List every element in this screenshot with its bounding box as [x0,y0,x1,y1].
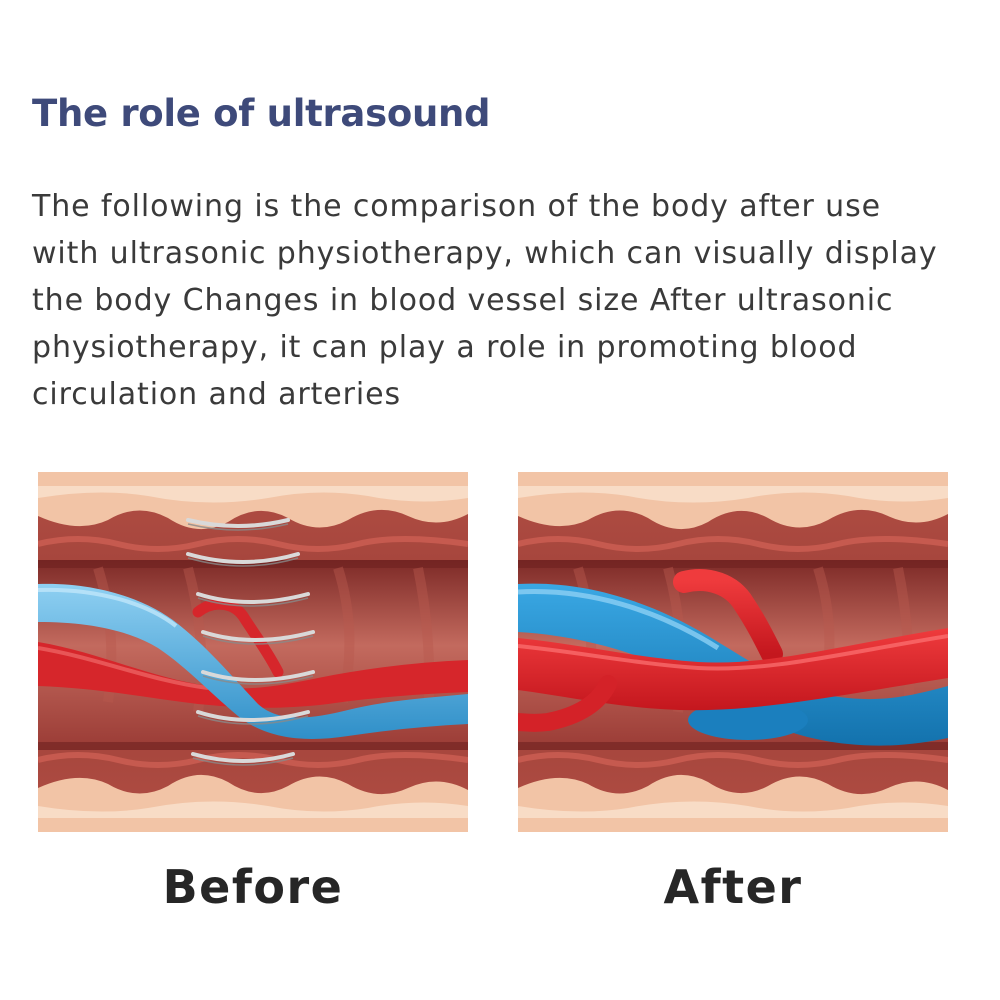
before-illustration [38,472,468,832]
before-vessel-image [38,472,468,832]
description-line: with ultrasonic physiotherapy, which can… [32,236,938,271]
description-line: physiotherapy, it can play a role in pro… [32,330,858,365]
before-caption: Before [162,860,344,914]
after-vessel-image [518,472,948,832]
description-line: the body Changes in blood vessel size Af… [32,283,894,318]
page-title: The role of ultrasound [32,92,491,135]
description-line: circulation and arteries [32,377,402,412]
after-caption: After [663,860,803,914]
after-illustration [518,472,948,832]
description-line: The following is the comparison of the b… [32,189,881,224]
description: The following is the comparison of the b… [32,183,982,418]
